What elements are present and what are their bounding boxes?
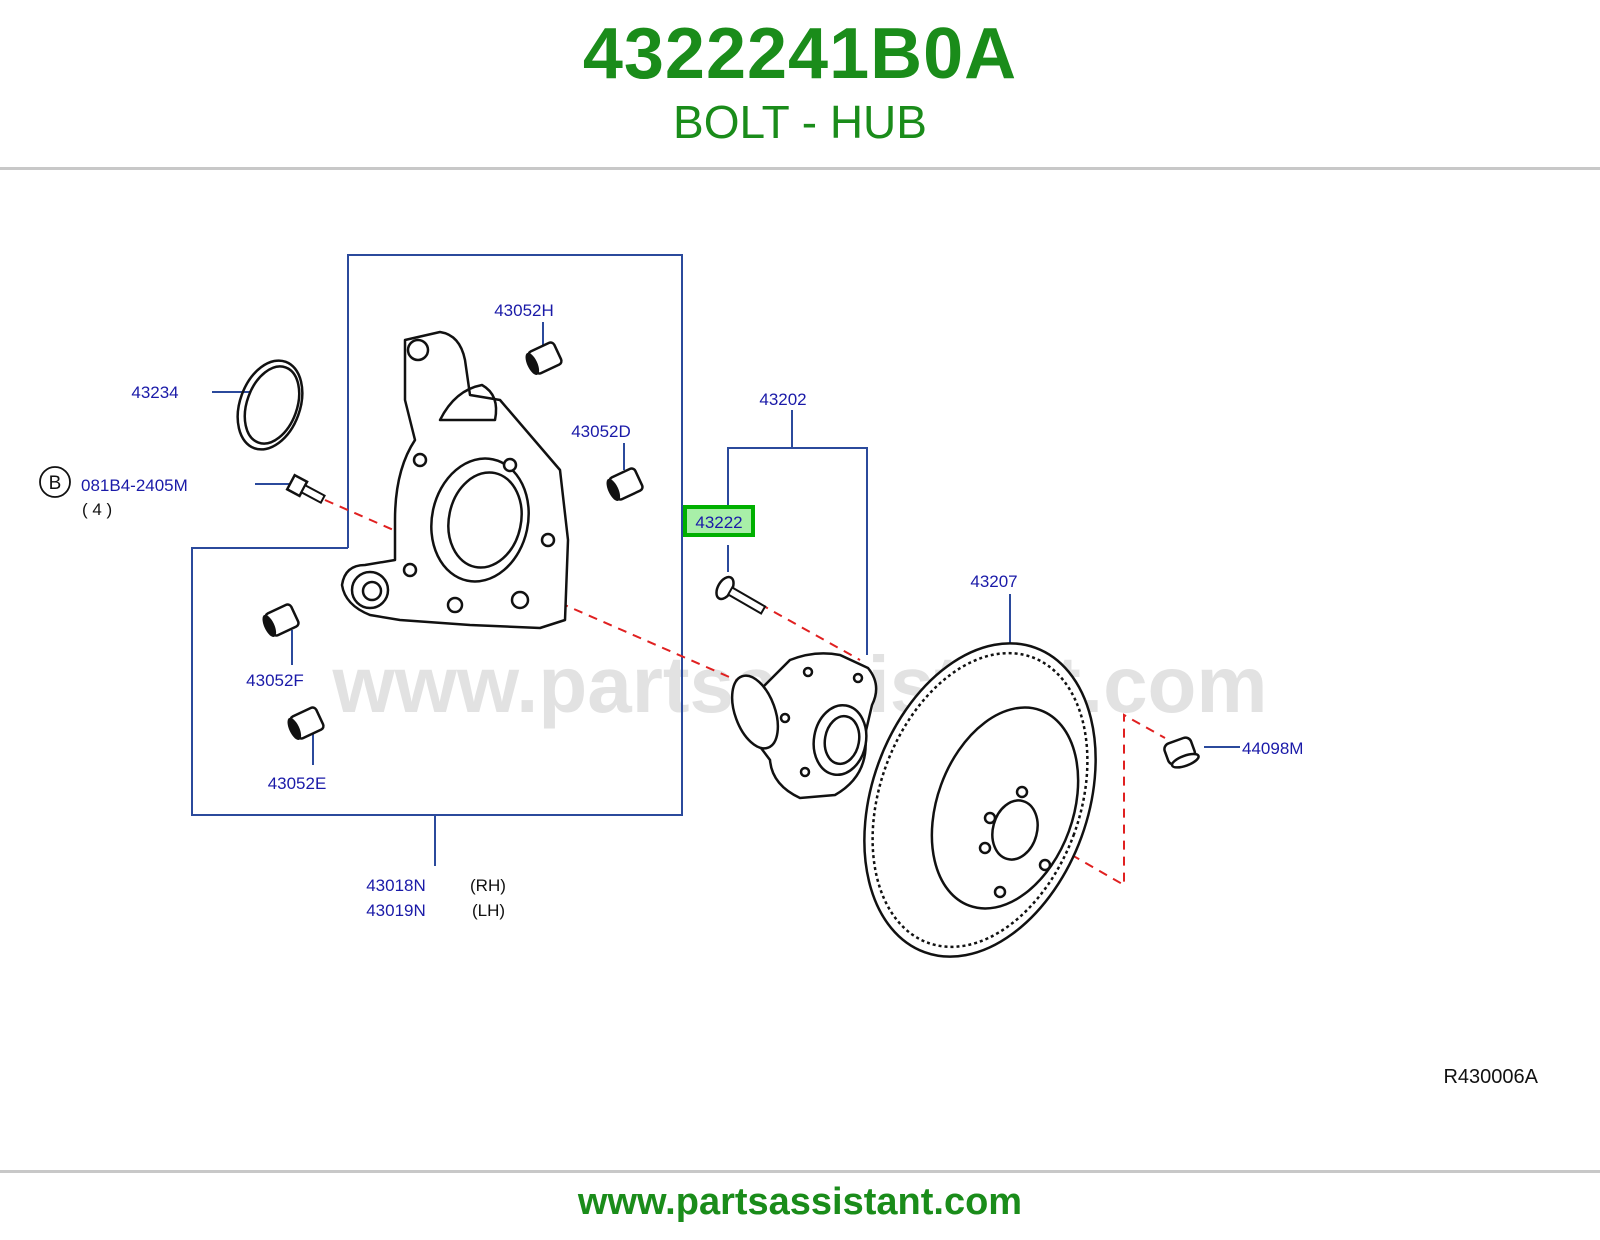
hub-cap-part bbox=[1163, 736, 1200, 769]
callout-44098M[interactable]: 44098M bbox=[1242, 739, 1303, 758]
callout-labels: 43052H 43234 43052D 43202 081B4-2405M ( … bbox=[81, 301, 1539, 1088]
callout-43052H[interactable]: 43052H bbox=[494, 301, 554, 320]
leader-lines bbox=[212, 322, 1240, 765]
bushing-43052D bbox=[606, 467, 644, 501]
callout-43052D[interactable]: 43052D bbox=[571, 422, 631, 441]
bushing-43052H bbox=[525, 341, 563, 375]
knuckle-group-frame bbox=[191, 254, 683, 866]
callout-43234[interactable]: 43234 bbox=[131, 383, 178, 402]
bushing-43052E bbox=[287, 706, 325, 740]
ref-b-circle bbox=[39, 466, 71, 498]
o-ring-part bbox=[236, 359, 304, 451]
hub-assembly-part bbox=[730, 652, 878, 800]
footer-divider bbox=[0, 1170, 1600, 1173]
callout-43019N[interactable]: 43019N bbox=[366, 901, 426, 920]
diagram-ref-code: R430006A bbox=[1443, 1066, 1538, 1088]
callout-43207[interactable]: 43207 bbox=[970, 572, 1017, 591]
highlight-box bbox=[683, 505, 755, 537]
part-name-subtitle: BOLT - HUB bbox=[673, 96, 927, 148]
page-header: 4322241B0A BOLT - HUB bbox=[0, 0, 1600, 168]
hub-bolt-part bbox=[715, 575, 767, 615]
label-lh: (LH) bbox=[472, 901, 505, 920]
ref-b-label: B bbox=[49, 473, 62, 494]
callout-43052E[interactable]: 43052E bbox=[268, 774, 327, 793]
callout-43052F[interactable]: 43052F bbox=[246, 671, 304, 690]
part-number-title: 4322241B0A bbox=[582, 14, 1018, 94]
knuckle-part bbox=[340, 330, 570, 630]
header-divider bbox=[0, 167, 1600, 170]
bushing-43052F bbox=[262, 603, 300, 637]
callout-qty: ( 4 ) bbox=[82, 500, 112, 519]
footer-url-link[interactable]: www.partsassistant.com bbox=[577, 1181, 1023, 1223]
label-rh: (RH) bbox=[470, 876, 506, 895]
brake-rotor-part bbox=[863, 642, 1097, 958]
callout-43202[interactable]: 43202 bbox=[759, 390, 806, 409]
callout-081B4-2405M[interactable]: 081B4-2405M bbox=[81, 476, 188, 495]
parts-diagram: www.partsassistant.com bbox=[39, 254, 1539, 1088]
callout-43018N[interactable]: 43018N bbox=[366, 876, 426, 895]
knuckle-bolt-part bbox=[285, 473, 326, 505]
callout-43222[interactable]: 43222 bbox=[695, 513, 742, 532]
